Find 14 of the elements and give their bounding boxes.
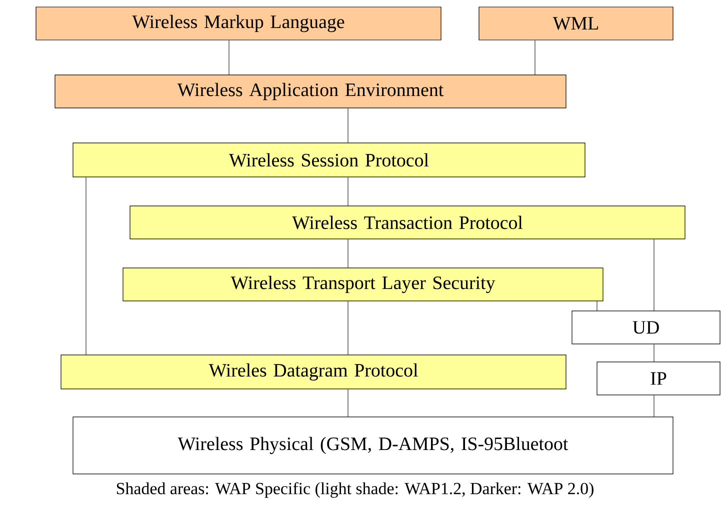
layer-box: Wireless Transaction Protocol: [130, 206, 686, 240]
layer-box: Wireless Markup Language: [36, 6, 442, 40]
layer-box: WML: [478, 6, 674, 40]
connector-line: [228, 40, 230, 75]
caption: Shaded areas: WAP Specific (light shade: WAP1.2, Darker: WAP 2.0): [116, 482, 594, 498]
layer-box: IP: [596, 362, 720, 396]
layer-box: Wireless Application Environment: [54, 74, 566, 108]
layer-box: UD: [572, 310, 720, 344]
connector-line: [596, 301, 598, 311]
layer-box: Wireless Transport Layer Security: [122, 268, 604, 302]
layer-box: Wireless Physical (GSM, D-AMPS, IS-95Bluetoot: [72, 416, 674, 474]
connector-line: [534, 40, 536, 75]
layer-box: Wireless Session Protocol: [72, 142, 586, 178]
layer-box: Wireles Datagram Protocol: [60, 354, 566, 390]
